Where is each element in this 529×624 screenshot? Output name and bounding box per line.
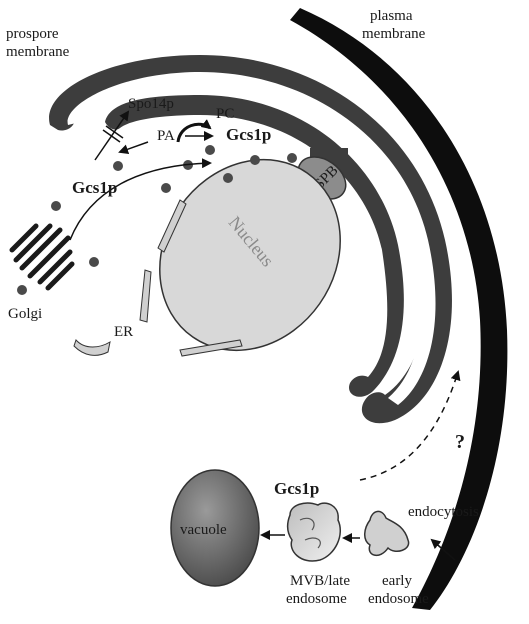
gcs1p-pa-arrow <box>120 142 148 152</box>
spo14p-label: Spo14p <box>128 96 174 112</box>
pa-label: PA <box>157 128 175 144</box>
gcs1p-top-label: Gcs1p <box>226 125 271 144</box>
early-endosome <box>365 511 409 555</box>
question-mark: ? <box>455 431 465 453</box>
golgi-label: Golgi <box>8 306 42 322</box>
early-endosome-label: early endosome <box>368 573 429 607</box>
plasma-membrane-label: plasma membrane <box>362 8 426 42</box>
endocytosis-label: endocytosis <box>408 504 479 520</box>
er-label: ER <box>114 324 133 340</box>
pc-label: PC <box>216 106 234 122</box>
gcs1p-bottom-label: Gcs1p <box>274 479 319 498</box>
vacuole-label: vacuole <box>180 522 227 538</box>
prospore-membrane-label: prospore membrane <box>6 26 70 60</box>
mvb-label: MVB/late endosome <box>286 573 354 607</box>
gcs1p-left-label: Gcs1p <box>72 178 117 197</box>
mvb-endosome <box>288 503 341 561</box>
pc-cycle-arrow <box>178 124 210 142</box>
golgi <box>12 226 72 288</box>
